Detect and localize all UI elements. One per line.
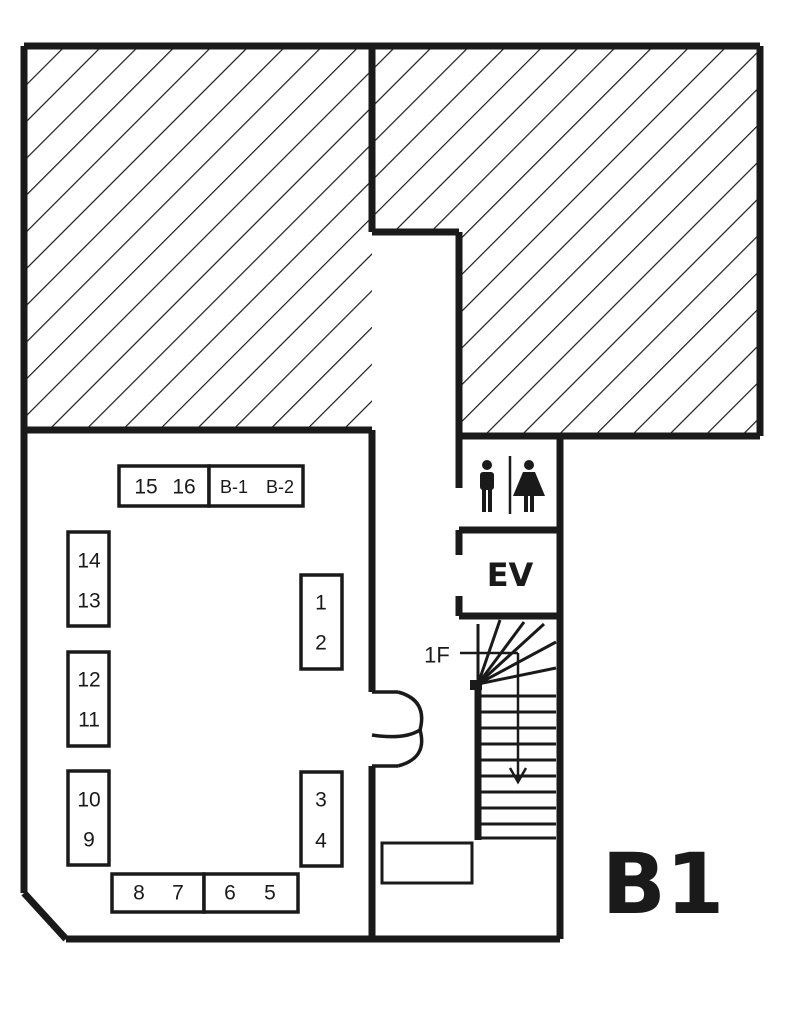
booths bbox=[66, 464, 344, 914]
down-arrow-icon bbox=[460, 651, 528, 785]
booth-label-8: 8 bbox=[133, 882, 145, 905]
stairs-label: 1F bbox=[424, 643, 450, 668]
hatched-area-right bbox=[372, 46, 760, 436]
booth-label-12: 12 bbox=[77, 669, 100, 692]
booth-label-1: 1 bbox=[315, 592, 327, 615]
booth-label-b2: B-2 bbox=[266, 477, 294, 497]
corridor-counter bbox=[380, 841, 474, 885]
booth-label-15: 15 bbox=[134, 476, 157, 499]
booth-label-13: 13 bbox=[77, 590, 100, 613]
stair-newel bbox=[470, 680, 482, 690]
booth-label-2: 2 bbox=[315, 632, 327, 655]
booth-label-14: 14 bbox=[77, 550, 101, 573]
booth-b1-b2 bbox=[207, 464, 305, 508]
booth-10-9 bbox=[66, 769, 111, 867]
booth-8-7 bbox=[110, 872, 206, 914]
booth-label-11: 11 bbox=[78, 709, 100, 732]
booth-label-3: 3 bbox=[315, 789, 327, 812]
booth-label-9: 9 bbox=[83, 829, 95, 852]
woman-icon bbox=[513, 460, 545, 512]
hatched-area-left bbox=[24, 46, 372, 430]
booth-6-5 bbox=[202, 872, 300, 914]
booth-label-b1: B-1 bbox=[220, 477, 248, 497]
man-icon bbox=[480, 460, 494, 512]
booth-1-2 bbox=[299, 573, 344, 671]
floor-label: B1 bbox=[602, 835, 724, 933]
walls bbox=[20, 42, 764, 943]
booth-label-4: 4 bbox=[315, 830, 327, 853]
double-door bbox=[371, 690, 424, 768]
elevator-label: EV bbox=[487, 556, 534, 594]
booth-label-5: 5 bbox=[264, 882, 276, 905]
booth-label-6: 6 bbox=[224, 882, 236, 905]
booth-12-11 bbox=[66, 650, 111, 748]
booth-label-16: 16 bbox=[172, 476, 195, 499]
booth-label-10: 10 bbox=[77, 789, 100, 812]
booth-label-7: 7 bbox=[172, 882, 184, 905]
booth-3-4 bbox=[299, 770, 344, 868]
booth-14-13 bbox=[66, 530, 111, 628]
